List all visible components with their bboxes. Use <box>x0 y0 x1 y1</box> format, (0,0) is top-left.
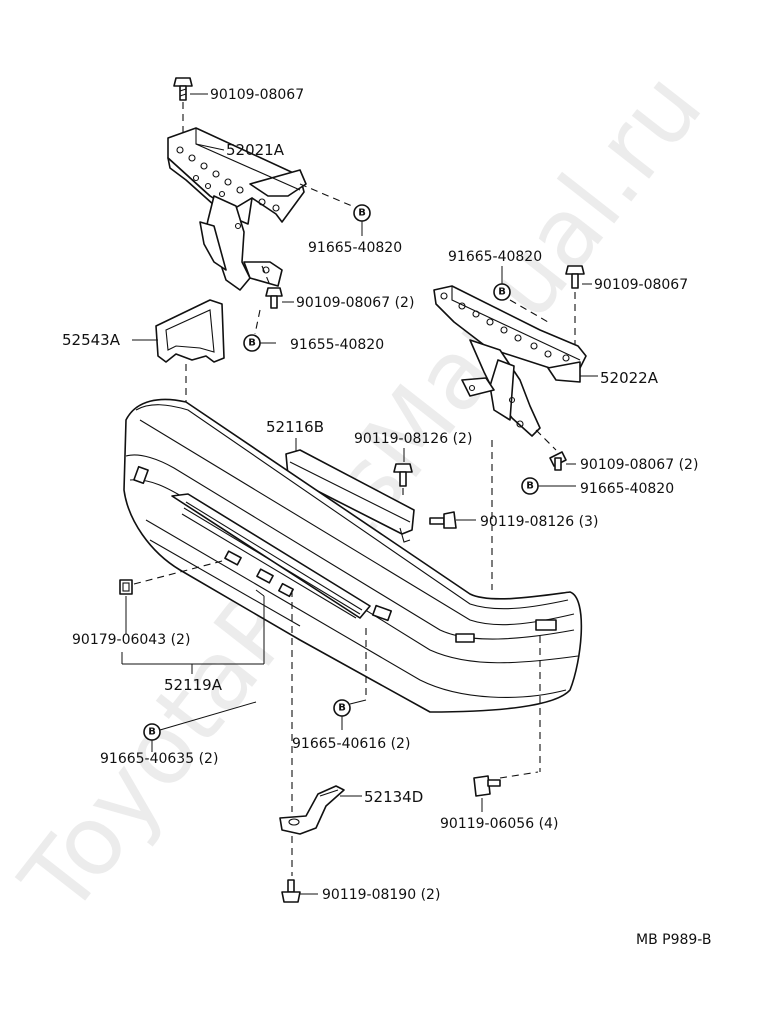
label-reinforcement: 52116B <box>266 418 324 436</box>
washer-badge: B <box>243 334 261 352</box>
svg-text:B: B <box>248 338 256 349</box>
label-screw-reinforcement-top: 90119-08126 (2) <box>354 431 472 447</box>
svg-text:B: B <box>338 703 346 714</box>
label-washer-right-upper: 91665-40820 <box>448 249 542 265</box>
label-bumper-cover: 52119A <box>164 676 223 694</box>
label-washer-bottom-left: 91665-40635 (2) <box>100 751 218 767</box>
diagram-code: MB P989-B <box>636 932 711 948</box>
clip-icon <box>119 579 133 595</box>
label-retainer-left: 52543A <box>62 331 121 349</box>
label-washer-left-lower: 91655-40820 <box>290 337 384 353</box>
bolt-icon <box>565 265 585 289</box>
retainer-52543A <box>155 299 225 363</box>
label-washer-right-lower: 91665-40820 <box>580 481 674 497</box>
washer-badge: B <box>353 204 371 222</box>
label-screw-reinforcement-side: 90119-08126 (3) <box>480 514 598 530</box>
label-bracket-bottom: 52134D <box>364 788 423 806</box>
screw-icon <box>429 511 457 529</box>
right-bracket-52022A <box>433 285 587 437</box>
label-bolt-top-left: 90109-08067 <box>210 87 304 103</box>
washer-badge: B <box>493 283 511 301</box>
washer-badge: B <box>143 723 161 741</box>
label-bolt-bottom: 90119-08190 (2) <box>322 887 440 903</box>
label-bolt-left-lower: 90109-08067 (2) <box>296 295 414 311</box>
screw-icon <box>473 775 501 797</box>
bumper-cover-52119A <box>123 398 583 713</box>
svg-text:B: B <box>148 727 156 738</box>
svg-text:B: B <box>526 481 534 492</box>
bolt-icon <box>549 451 567 471</box>
left-bracket-52021A <box>167 127 307 291</box>
bolt-icon <box>173 77 193 101</box>
screw-icon <box>393 463 413 487</box>
bracket-52134D <box>279 785 345 835</box>
label-washer-center: 91665-40616 (2) <box>292 736 410 752</box>
svg-text:B: B <box>498 287 506 298</box>
svg-text:B: B <box>358 208 366 219</box>
label-washer-left-outer: 91665-40820 <box>308 240 402 256</box>
label-bolt-right-lower: 90109-08067 (2) <box>580 457 698 473</box>
washer-badge: B <box>521 477 539 495</box>
label-clip-left: 90179-06043 (2) <box>72 632 190 648</box>
label-bracket-right: 52022A <box>600 369 659 387</box>
bolt-icon <box>265 287 283 309</box>
washer-badge: B <box>333 699 351 717</box>
label-bolt-top-right: 90109-08067 <box>594 277 688 293</box>
label-bracket-left: 52021A <box>226 141 285 159</box>
bolt-icon <box>281 879 301 903</box>
label-screw-bottom-right: 90119-06056 (4) <box>440 816 558 832</box>
